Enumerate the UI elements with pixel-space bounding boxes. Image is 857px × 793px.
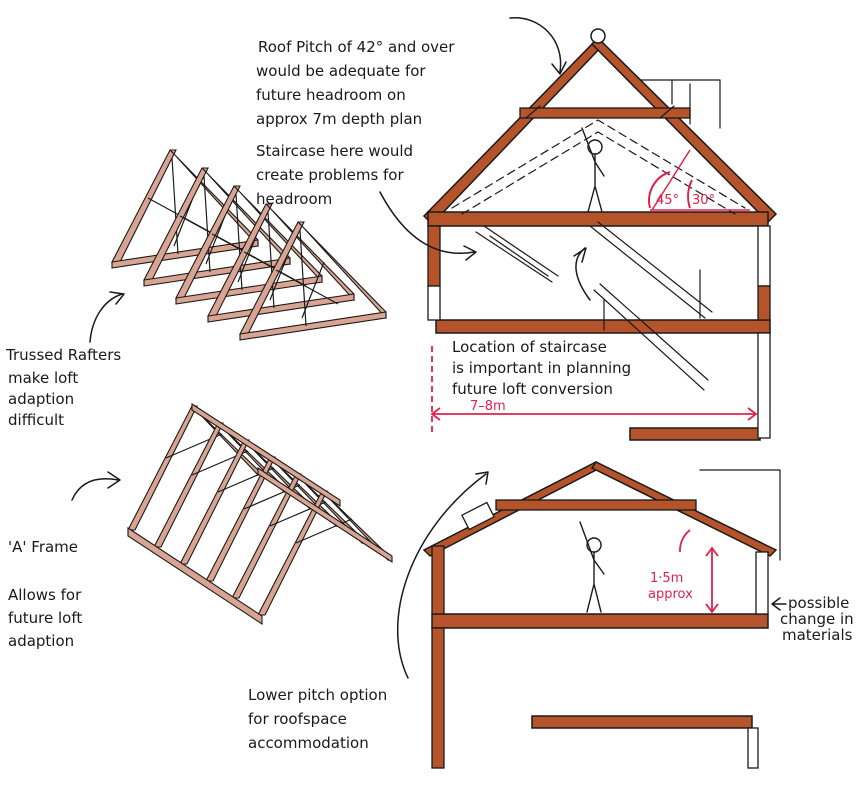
person-lower — [579, 521, 605, 613]
staircase-problem-note: Staircase here would create problems for… — [256, 142, 413, 208]
annotation-arrows — [71, 17, 787, 679]
lower-pitch-line-1: Lower pitch option — [248, 686, 387, 704]
staircase-line-2: create problems for — [256, 166, 404, 184]
trussed-line-4: difficult — [8, 411, 64, 429]
arrow-trussed — [89, 291, 125, 343]
trussed-rafters-note: Trussed Rafters make loft adaption diffi… — [5, 346, 121, 429]
low-collar — [495, 499, 697, 511]
left-wall-upper — [427, 225, 441, 287]
aframe-wall-plate — [127, 526, 263, 626]
right-wall-upper — [757, 225, 771, 287]
low-right-wall-lower — [747, 727, 759, 769]
arrow-lower-pitch — [396, 471, 489, 679]
main-staircase — [589, 221, 713, 391]
headroom-value: 1·5m — [650, 571, 683, 586]
staircase-line-1: Staircase here would — [256, 142, 413, 160]
trussed-line-2: make loft — [8, 369, 78, 387]
arrow-staircase — [379, 191, 477, 261]
roof-ties — [525, 105, 675, 119]
span-label: 7–8m — [470, 399, 506, 414]
stair-location-note: Location of staircase is important in pl… — [452, 338, 631, 398]
arrow-stair-location — [573, 247, 591, 301]
aframe-wall-plate — [257, 466, 393, 564]
roof-pitch-note: Roof Pitch of 42° and over would be adeq… — [256, 38, 455, 128]
aframe-ridge — [191, 402, 341, 508]
roof-pitch-line-3: future headroom on — [256, 86, 406, 104]
angle-45-label: 45° — [656, 193, 679, 208]
a-frame-line-2: future loft — [8, 609, 82, 627]
lower-pitch-note: Lower pitch option for roofspace accommo… — [248, 686, 387, 752]
trussed-line-1: Trussed Rafters — [5, 346, 121, 364]
arrow-materials — [771, 597, 787, 611]
span-dimension: 7–8m — [430, 346, 758, 434]
low-left-wall — [431, 545, 445, 615]
problem-staircase — [475, 225, 559, 283]
truss-tie — [175, 275, 323, 305]
angle-arc-30 — [687, 179, 693, 209]
lower-pitch-line-2: for roofspace — [248, 710, 347, 728]
aframe-left-rafter — [179, 439, 250, 565]
left-rafter — [422, 36, 606, 226]
a-frame-title: 'A' Frame — [8, 538, 78, 556]
low-right-wall — [755, 551, 769, 615]
low-ground-floor — [531, 715, 753, 729]
low-dormer-outline — [699, 469, 781, 561]
roof-pitch-line-2: would be adequate for — [256, 62, 426, 80]
right-rafter — [590, 36, 778, 224]
materials-line-2: change in — [780, 610, 854, 628]
stair-location-line-1: Location of staircase — [452, 338, 607, 356]
roof-pitch-line-4: approx 7m depth plan — [256, 110, 422, 128]
a-frame-sketch — [127, 402, 393, 626]
right-wall-lower — [757, 332, 771, 439]
right-wall-mid — [757, 285, 771, 321]
low-loft-floor — [431, 613, 769, 629]
ridge — [590, 28, 606, 44]
truss-web — [275, 269, 339, 305]
aframe-left-rafter — [127, 405, 198, 531]
collar-beam — [519, 107, 691, 119]
materials-line-3: materials — [782, 626, 853, 644]
stair-location-line-2: is important in planning — [452, 359, 631, 377]
ground-floor — [629, 427, 761, 441]
angle-30-label: 30° — [692, 193, 715, 208]
headroom-note: approx — [648, 587, 693, 602]
a-frame-note: 'A' Frame Allows for future loft adaptio… — [8, 538, 82, 650]
headroom-dimension: 1·5m approx — [648, 529, 719, 614]
angle-arc-45 — [648, 171, 671, 209]
left-wall-lower — [427, 285, 441, 321]
first-floor — [435, 319, 771, 334]
low-left-wall-lower — [431, 627, 445, 769]
staircase-line-3: headroom — [256, 190, 332, 208]
steep-roof-house-section: 45° 30° 7–8m — [422, 28, 778, 441]
truss-web — [301, 261, 325, 319]
materials-note: possible change in materials — [780, 594, 854, 644]
angle-45-line — [651, 149, 691, 211]
loft-floor — [427, 211, 769, 227]
aframe-left-rafter — [153, 422, 224, 548]
materials-line-1: possible — [788, 594, 849, 612]
truss-tie — [207, 293, 355, 323]
low-pitch-house-section: 1·5m approx — [422, 461, 781, 769]
arrow-roof-pitch — [509, 17, 567, 75]
trussed-rafters-sketch — [111, 149, 387, 341]
trussed-line-3: adaption — [8, 390, 74, 408]
person-upper — [581, 127, 605, 213]
truss-tie — [239, 311, 387, 341]
roof-pitch-line-1: Roof Pitch of 42° and over — [258, 38, 455, 56]
a-frame-line-3: adaption — [8, 632, 74, 650]
lower-pitch-line-3: accommodation — [248, 734, 369, 752]
stair-location-line-3: future loft conversion — [452, 380, 613, 398]
a-frame-line-1: Allows for — [8, 586, 82, 604]
dormer-outline — [639, 79, 721, 129]
arrow-aframe — [71, 471, 121, 501]
roof-light — [461, 501, 495, 531]
